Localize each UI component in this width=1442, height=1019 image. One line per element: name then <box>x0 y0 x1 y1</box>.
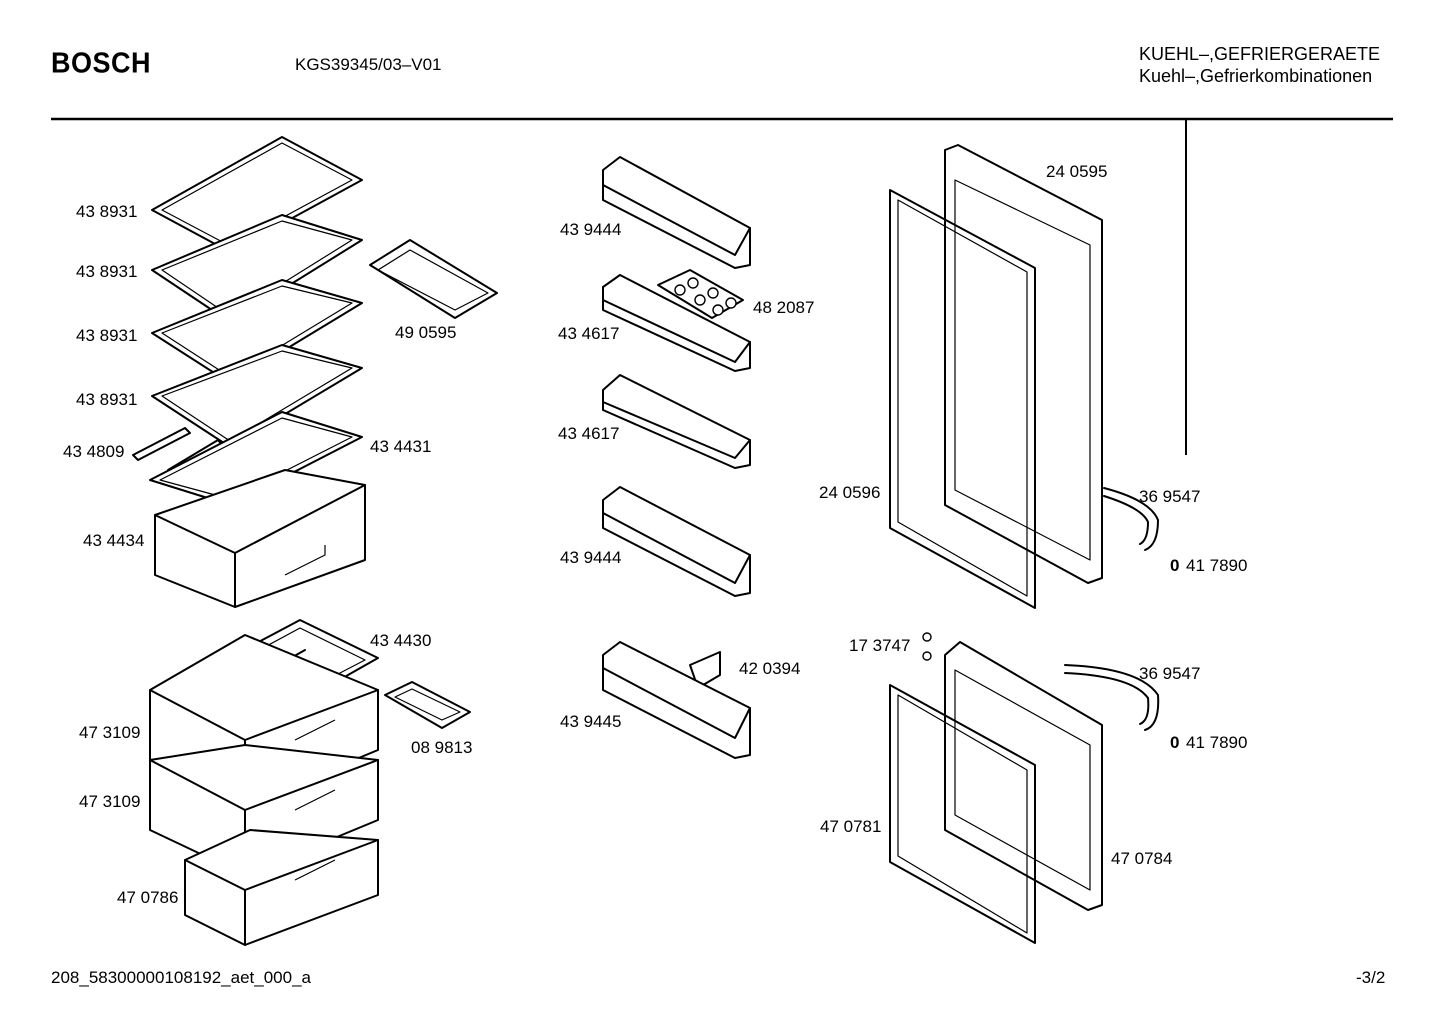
egg-tray <box>657 269 744 319</box>
part-label-drawer-3: 47 0786 <box>117 888 179 907</box>
door-bin-434617-a <box>602 274 751 372</box>
part-label-freezer-door: 47 0784 <box>1111 849 1173 868</box>
part-label-egg-tray: 48 2087 <box>753 298 815 317</box>
fridge-door-inner <box>944 144 1103 584</box>
part-label-freezer-gasket: 47 0781 <box>820 817 882 836</box>
part-label-screw-lower: 41 7890 <box>1186 733 1248 752</box>
glass-shelf-1 <box>151 136 363 253</box>
category-title: KUEHL–,GEFRIERGERAETE <box>1139 44 1381 64</box>
fridge-door-gasket <box>889 189 1036 609</box>
document-id: 208_58300000108192_aet_000_a <box>51 968 311 987</box>
door-bin-439444-b <box>602 486 751 597</box>
tray-490595 <box>369 239 498 319</box>
door-bin-439444-a <box>602 156 751 269</box>
part-label-rail: 43 4809 <box>63 442 125 461</box>
part-label-handle-lower: 36 9547 <box>1139 664 1201 683</box>
hinge-screws <box>922 632 932 661</box>
part-label-shelf-2: 43 8931 <box>76 262 138 281</box>
part-label-fridge-door: 24 0595 <box>1046 162 1108 181</box>
part-label-ice-tray: 08 9813 <box>411 738 473 757</box>
part-label-door-bin-4: 43 9444 <box>560 548 622 567</box>
freezer-drawer-3 <box>184 829 379 946</box>
part-label-fridge-gasket: 24 0596 <box>819 483 881 502</box>
category-subtitle: Kuehl–,Gefrierkombinationen <box>1139 66 1373 86</box>
part-label-handle-upper: 36 9547 <box>1139 487 1201 506</box>
part-label-door-bin-5: 43 9445 <box>560 712 622 731</box>
part-label-door-bin-1: 43 9444 <box>560 220 622 239</box>
crisper-drawer <box>154 469 366 608</box>
part-label-freezer-shelf: 43 4430 <box>370 631 432 650</box>
part-label-screw-lower-prefix: 0 <box>1170 733 1180 752</box>
part-label-clip: 42 0394 <box>739 659 801 678</box>
glass-shelf-3 <box>151 279 363 384</box>
page-number: -3/2 <box>1356 968 1386 987</box>
ice-cube-tray <box>384 681 471 729</box>
part-label-screw-upper-prefix: 0 <box>1170 556 1180 575</box>
glass-shelf-4 <box>151 344 363 448</box>
glass-shelf-2 <box>151 214 363 323</box>
part-label-drawer-2: 47 3109 <box>79 792 141 811</box>
part-label-screw-upper: 41 7890 <box>1186 556 1248 575</box>
part-label-door-bin-2: 43 4617 <box>558 324 620 343</box>
part-label-shelf-3: 43 8931 <box>76 326 138 345</box>
door-handle-upper <box>1103 487 1159 551</box>
part-label-crisper: 43 4434 <box>83 531 145 550</box>
part-label-shelf-4: 43 8931 <box>76 390 138 409</box>
part-label-crisper-cover: 43 4431 <box>370 437 432 456</box>
door-bin-439445 <box>602 641 751 759</box>
door-handle-lower <box>1064 664 1160 731</box>
part-label-shelf-1: 43 8931 <box>76 202 138 221</box>
door-bin-434617-b <box>602 374 751 469</box>
part-label-door-bin-3: 43 4617 <box>558 424 620 443</box>
part-label-drawer-1: 47 3109 <box>79 723 141 742</box>
model-number: KGS39345/03–V01 <box>295 55 442 74</box>
freezer-door-inner <box>944 641 1103 911</box>
part-label-tray: 49 0595 <box>395 323 457 342</box>
brand-logo: BOSCH <box>51 47 152 79</box>
part-label-hinge-screws: 17 3747 <box>849 636 911 655</box>
crisper-cover <box>149 411 363 506</box>
freezer-door-gasket <box>889 684 1036 944</box>
